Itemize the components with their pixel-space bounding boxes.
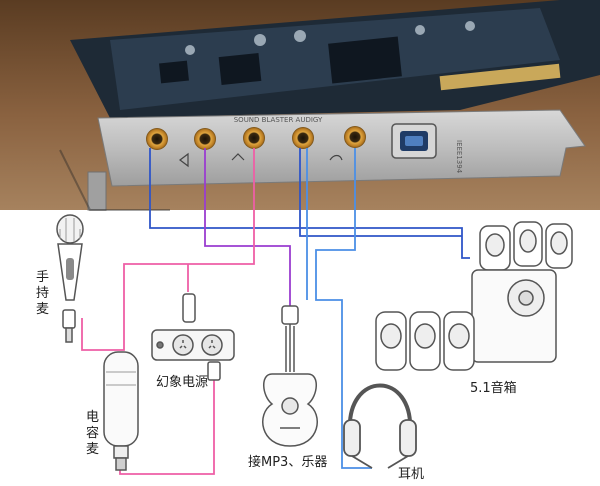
speaker-bottom-3 xyxy=(443,311,475,371)
speaker-top-mid xyxy=(513,221,543,267)
sound-card-photo: SOUND BLASTER AUDIGY IEEE1394 xyxy=(0,0,600,211)
condenser-mic xyxy=(103,351,139,471)
phantom-power-box xyxy=(151,293,235,381)
handheld-mic-label: 手 持 麦 xyxy=(36,270,53,317)
handheld-mic-label-3: 麦 xyxy=(36,302,49,317)
cables xyxy=(81,148,470,475)
pink-cable xyxy=(81,148,255,351)
headphones xyxy=(343,383,417,469)
jack-4 xyxy=(292,127,314,149)
condenser-mic-label-2: 容 xyxy=(86,425,99,441)
condenser-mic-label-3: 麦 xyxy=(86,442,99,457)
firewire-label-text: IEEE1394 xyxy=(455,140,463,174)
handheld-mic-label-1: 手 xyxy=(36,270,49,285)
jack-5 xyxy=(344,126,366,148)
subwoofer xyxy=(471,269,557,363)
speaker-top-right xyxy=(545,223,573,269)
jack-3 xyxy=(243,127,265,149)
purple-cable xyxy=(204,148,291,306)
jack-2 xyxy=(194,128,216,150)
jack-1 xyxy=(146,128,168,150)
guitar xyxy=(262,305,318,447)
condenser-mic-label-1: 电 xyxy=(86,410,99,425)
condenser-mic-label: 电 容 麦 xyxy=(86,410,103,457)
blue-cable-2 xyxy=(299,148,462,237)
speakers xyxy=(375,221,573,371)
speaker-bottom-1 xyxy=(375,311,407,371)
handheld-mic-label-2: 持 xyxy=(36,286,49,301)
port-label-text: SOUND BLASTER AUDIGY xyxy=(234,116,323,124)
speakers-label: 5.1音箱 xyxy=(470,380,517,396)
light-blue-cable xyxy=(315,148,372,469)
speaker-bottom-2 xyxy=(409,311,441,371)
guitar-label: 接MP3、乐器 xyxy=(248,454,327,470)
headphones-label: 耳机 xyxy=(398,467,424,482)
speaker-top-left xyxy=(479,225,511,271)
phantom-power-label: 幻象电源 xyxy=(156,375,208,390)
firewire-port xyxy=(391,123,437,159)
bottom-cut-text: …………………… xyxy=(316,475,420,482)
audio-jacks xyxy=(146,126,366,150)
handheld-mic xyxy=(56,214,84,343)
blue-cable xyxy=(149,148,470,259)
